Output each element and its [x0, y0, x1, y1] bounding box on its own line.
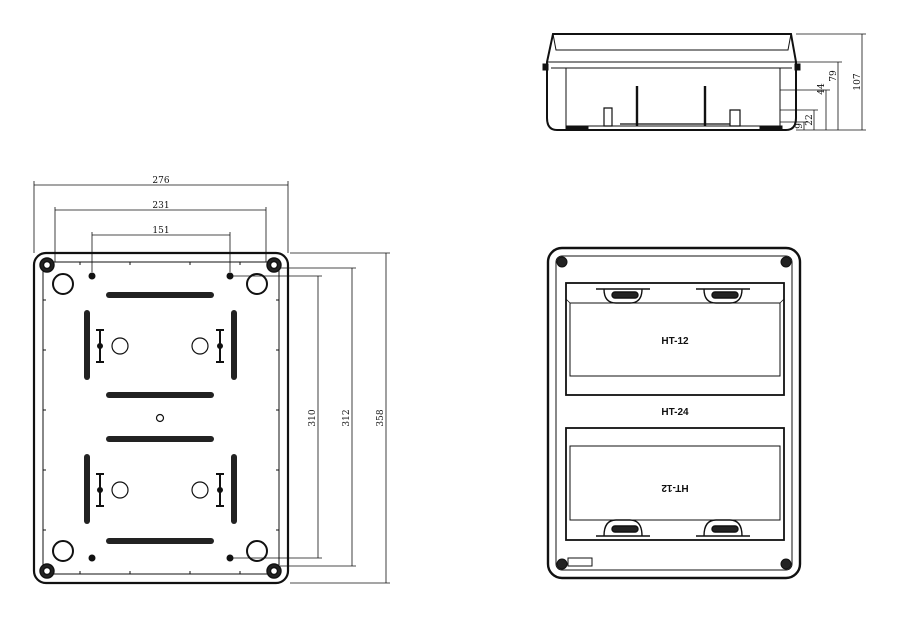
dim-276: 276: [152, 176, 169, 186]
top-module-label: HT-12: [661, 336, 689, 347]
bottom-module-frame: [565, 427, 785, 541]
top-module-window: [569, 302, 781, 377]
top-module: [565, 282, 785, 396]
back-top-dimensions: [33, 181, 289, 272]
edge-ticks: [43, 262, 279, 574]
center-label: HT-24: [661, 407, 689, 418]
front-labels: HT-12 HT-24 HT-12: [661, 336, 689, 493]
side-lid-line: [552, 33, 792, 51]
front-corner-screws: [556, 256, 792, 570]
mounting-dots: [88, 272, 234, 562]
side-dimension-lines: [780, 33, 866, 131]
front-outer-frame: [546, 246, 802, 580]
din-clips: [96, 329, 224, 507]
dim-44: 44: [817, 83, 827, 95]
bottom-module-clips: [596, 519, 750, 537]
bottom-module: [565, 427, 785, 541]
dim-312: 312: [342, 409, 352, 426]
side-outer-profile: [546, 33, 797, 131]
back-outer-frame: [32, 251, 290, 585]
side-body-line: [547, 61, 796, 69]
horizontal-slots: [106, 292, 214, 544]
dim-358: 358: [376, 409, 386, 426]
dim-9: 9: [795, 123, 805, 129]
side-right-ledge: [794, 63, 801, 71]
dim-79: 79: [829, 70, 839, 82]
back-view: [32, 181, 390, 585]
round-holes: [111, 337, 209, 499]
vertical-slots: [84, 310, 237, 524]
dim-107: 107: [853, 73, 863, 90]
side-inner-cavity: [565, 67, 781, 127]
front-nameplate: [567, 557, 593, 567]
front-inner-frame: [555, 255, 793, 571]
back-dimension-labels: 276 231 151 310 312 358: [152, 176, 386, 427]
dim-151: 151: [152, 226, 169, 236]
side-feet: [565, 125, 783, 131]
front-view: [546, 246, 802, 580]
corner-holes: [39, 257, 282, 579]
side-bosses: [603, 107, 741, 127]
side-posts: [635, 86, 707, 126]
side-left-ledge: [542, 63, 549, 71]
side-view: [542, 33, 866, 131]
dim-231: 231: [152, 201, 169, 211]
side-dimension-labels: 107 79 44 22 9: [795, 70, 863, 129]
back-right-dimensions: [232, 252, 390, 584]
top-module-clips: [596, 288, 750, 304]
top-module-frame: [565, 282, 785, 396]
bottom-module-window: [569, 445, 781, 521]
dim-310: 310: [308, 409, 318, 426]
back-inner-frame: [42, 261, 280, 575]
bottom-module-label: HT-12: [661, 482, 689, 493]
dim-22: 22: [805, 114, 815, 125]
